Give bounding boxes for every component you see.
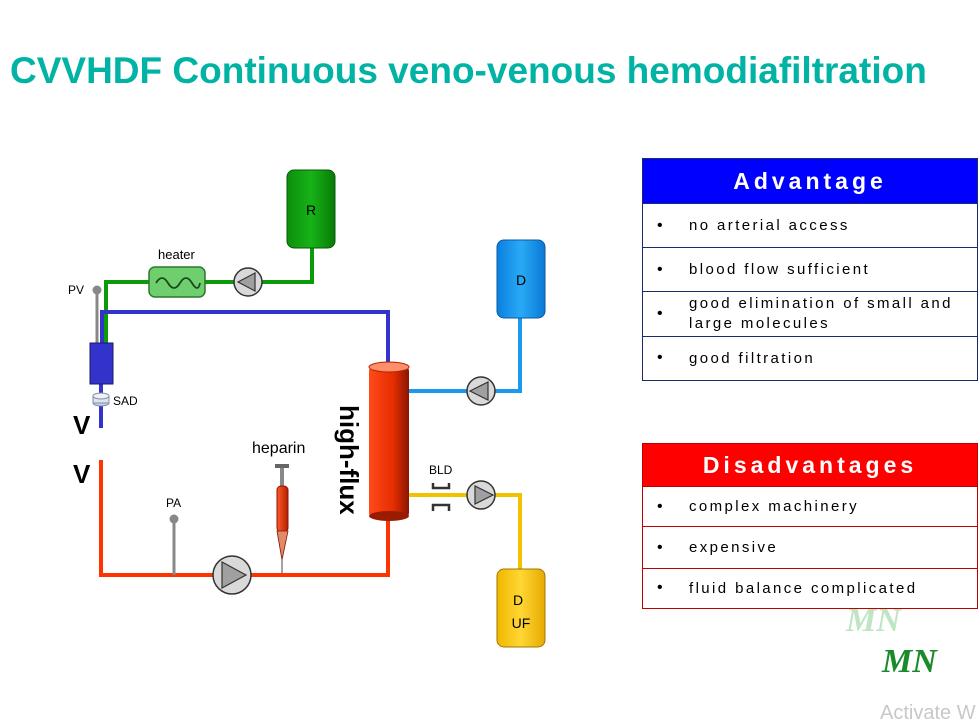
- pv-label: PV: [68, 283, 84, 297]
- heparin-syringe: [275, 464, 289, 573]
- heater-label: heater: [158, 247, 196, 262]
- blood-pump: [212, 555, 252, 595]
- heater: [148, 266, 206, 298]
- advantage-item-text: good filtration: [689, 349, 816, 367]
- advantage-header: Advantage: [643, 159, 977, 204]
- mn-watermark-faded: MN: [846, 602, 901, 639]
- disadvantages-header: Disadvantages: [643, 444, 977, 487]
- high-flux-label: high-flux: [334, 405, 364, 515]
- disadvantage-item: fluid balance complicated: [643, 569, 977, 607]
- cvvhdf-circuit-diagram: PV SAD V V heater R D high-flux: [68, 169, 546, 648]
- bld-detector: [431, 483, 451, 511]
- disadvantage-item-text: expensive: [689, 539, 779, 556]
- disadvantage-item-text: fluid balance complicated: [689, 579, 918, 597]
- sad-detector: [92, 392, 110, 407]
- pa-label: PA: [166, 496, 181, 510]
- advantage-item-text: good elimination of small and large mole…: [689, 295, 953, 332]
- advantage-item-text: blood flow sufficient: [689, 261, 871, 278]
- effluent-line: [408, 493, 522, 570]
- mn-watermark: MN: [882, 643, 937, 680]
- high-flux-filter: [368, 361, 410, 521]
- replacement-bag-label: R: [306, 202, 316, 218]
- advantage-item-text: no arterial access: [689, 217, 850, 234]
- disadvantage-item: expensive: [643, 527, 977, 569]
- effluent-bag-label-uf: UF: [512, 615, 531, 631]
- advantage-panel: Advantage no arterial access blood flow …: [642, 158, 978, 381]
- disadvantage-item: complex machinery: [643, 487, 977, 527]
- arterial-access-label: V: [73, 459, 91, 489]
- pv-pressure-sensor: [92, 285, 102, 345]
- effluent-bag-label-d: D: [513, 592, 523, 608]
- replacement-bag: [286, 169, 336, 249]
- dialysate-bag: [496, 239, 546, 319]
- disadvantages-panel: Disadvantages complex machinery expensiv…: [642, 443, 978, 609]
- effluent-pump: [466, 480, 496, 510]
- dialysate-pump: [466, 376, 496, 406]
- drip-chamber: [89, 342, 114, 385]
- venous-access-label: V: [73, 410, 91, 440]
- effluent-bag: [496, 568, 546, 648]
- sad-label: SAD: [113, 394, 138, 408]
- advantage-item: good elimination of small and large mole…: [643, 292, 977, 337]
- activate-windows-watermark: Activate W: [880, 702, 976, 724]
- heparin-label: heparin: [252, 440, 305, 457]
- bld-label: BLD: [429, 463, 453, 477]
- disadvantage-item-text: complex machinery: [689, 498, 860, 515]
- dialysate-line: [408, 316, 522, 393]
- advantage-item: no arterial access: [643, 204, 977, 248]
- page-title: CVVHDF Continuous veno-venous hemodiafil…: [10, 50, 927, 91]
- replacement-pump: [233, 267, 263, 297]
- advantage-item: good filtration: [643, 337, 977, 379]
- advantage-item: blood flow sufficient: [643, 248, 977, 292]
- replacement-line: [104, 246, 314, 345]
- dialysate-bag-label: D: [516, 272, 526, 288]
- pa-pressure-sensor: [169, 514, 179, 575]
